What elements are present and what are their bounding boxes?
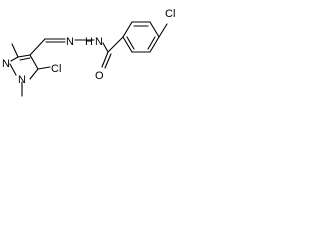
- bond-ar4: [149, 36, 160, 53]
- bond-ar6: [122, 36, 133, 53]
- bond-phenyl-cl: [158, 23, 168, 38]
- atom-cl-pyrazole: Cl: [51, 63, 61, 75]
- bond-carbonyl-o-a: [101, 51, 109, 68]
- bond-c4-c3-double: [19, 57, 31, 61]
- benzene-ring: [122, 21, 160, 53]
- atom-n-ring-lower: N: [18, 74, 26, 86]
- atom-h-amide: H: [85, 36, 93, 48]
- atom-n-hydrazone-2: N: [95, 36, 103, 48]
- atom-cl-phenyl: Cl: [165, 8, 175, 20]
- atom-o-carbonyl: O: [95, 70, 104, 82]
- bond-n1-n2: [9, 63, 17, 76]
- bond-methyl-c3: [11, 43, 19, 58]
- bond-carbonyl-phenyl: [107, 36, 124, 53]
- bond-c4-c3: [17, 54, 31, 58]
- atom-n-hydrazone-1: N: [66, 36, 74, 48]
- chemical-structure: N N Cl N N H O Cl: [2, 8, 175, 97]
- pyrazole-ring: [9, 54, 39, 80]
- bond-c3-n1: [10, 56, 19, 62]
- bond-c5-cl: [37, 66, 51, 70]
- bond-ar-inner-3: [126, 36, 135, 50]
- bond-nh-carbonyl: [102, 42, 109, 53]
- bond-ar1: [122, 21, 133, 38]
- atom-n-ring-upper: N: [2, 58, 10, 70]
- bond-c5-c4: [29, 54, 39, 70]
- bond-carbonyl-o-b: [104, 53, 112, 69]
- bond-n2-c5: [29, 68, 39, 80]
- bond-ar-inner-2: [147, 36, 156, 50]
- bond-ar3: [149, 21, 160, 38]
- bond-c4-ch: [29, 38, 46, 56]
